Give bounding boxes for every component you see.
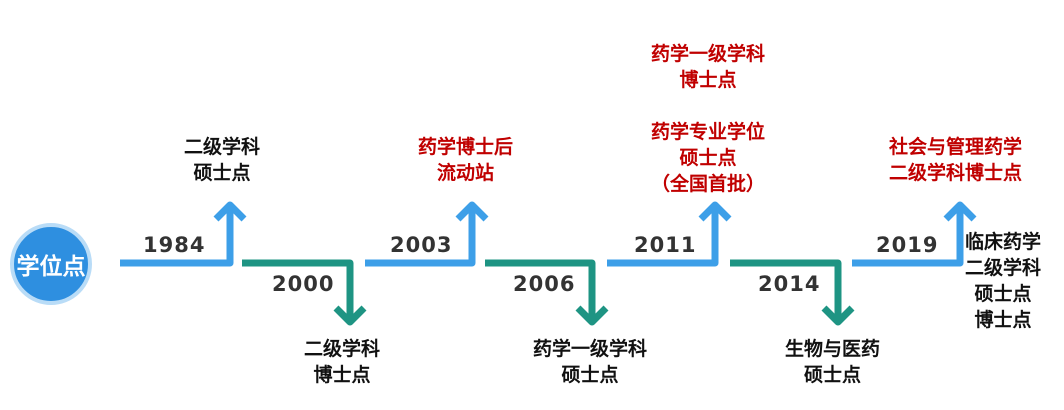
- origin-label: 学位点: [16, 254, 86, 280]
- year-2011: 2011: [634, 233, 697, 257]
- side-note-label-line: 硕士点: [974, 283, 1032, 305]
- arrow-2000: [242, 259, 367, 326]
- side-note-label: 临床药学二级学科硕士点博士点: [965, 229, 1041, 333]
- milestone-label-2000-line: 博士点: [313, 364, 371, 386]
- milestone-label-1984-line: 二级学科: [184, 136, 261, 158]
- side-note-label-line: 二级学科: [965, 257, 1042, 279]
- arrow-2003: [365, 201, 489, 267]
- year-2006: 2006: [513, 272, 576, 296]
- milestone-label-2006-line: 药学一级学科: [533, 338, 648, 360]
- milestone-label-2011: 药学一级学科博士点 药学专业学位硕士点 （全国首批）: [651, 41, 765, 197]
- milestone-label-2006-line: 硕士点: [561, 364, 619, 386]
- side-note-label-line: 博士点: [974, 309, 1032, 331]
- arrow-1984: [120, 201, 247, 267]
- arrow-2019: [852, 201, 977, 267]
- origin-circle: 学位点: [10, 223, 92, 305]
- year-2003: 2003: [390, 233, 453, 257]
- milestone-label-2011-line: 药学专业学位: [651, 121, 766, 143]
- milestone-label-2000-line: 二级学科: [304, 338, 381, 360]
- year-2019: 2019: [876, 233, 939, 257]
- milestone-label-2003: 药学博士后流动站: [418, 134, 513, 186]
- milestone-label-2011-line: 硕士点: [679, 147, 737, 169]
- milestone-label-2011-line: [651, 93, 765, 119]
- milestone-label-1984-line: 硕士点: [193, 162, 251, 184]
- milestone-label-2019: 社会与管理药学二级学科博士点: [889, 134, 1022, 186]
- milestone-label-2014: 生物与医药硕士点: [785, 336, 880, 388]
- arrow-2011: [607, 201, 732, 267]
- milestone-label-2006: 药学一级学科硕士点: [533, 336, 647, 388]
- milestone-label-2014-line: 硕士点: [804, 364, 862, 386]
- milestone-label-2000: 二级学科博士点: [304, 336, 380, 388]
- arrow-2006: [485, 259, 609, 326]
- milestone-label-2003-line: 药学博士后: [418, 136, 514, 158]
- milestone-label-2019-line: 二级学科博士点: [889, 162, 1023, 184]
- milestone-label-2019-line: 社会与管理药学: [889, 136, 1023, 158]
- year-2014: 2014: [758, 272, 821, 296]
- year-1984: 1984: [143, 233, 206, 257]
- year-2000: 2000: [272, 272, 335, 296]
- milestone-label-2011-line: 药学一级学科: [651, 43, 766, 65]
- milestone-label-2011-line: 博士点: [679, 69, 737, 91]
- arrow-2014: [730, 259, 855, 326]
- milestone-label-2003-line: 流动站: [437, 162, 495, 184]
- side-note-label-line: 临床药学: [965, 231, 1042, 253]
- milestone-label-2011-line: （全国首批）: [651, 173, 766, 195]
- milestone-label-2014-line: 生物与医药: [785, 338, 881, 360]
- milestone-label-1984: 二级学科硕士点: [184, 134, 260, 186]
